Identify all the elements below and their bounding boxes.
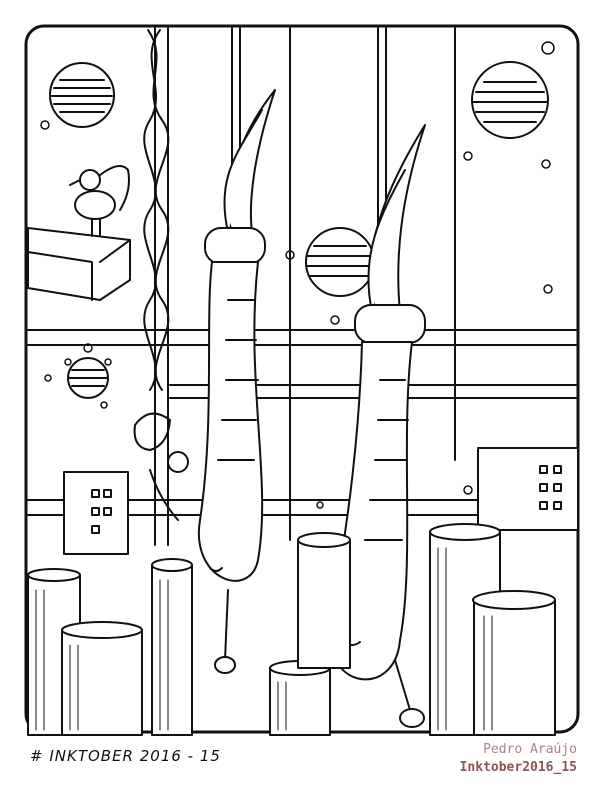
round-vent	[471, 61, 549, 139]
skyline-cylinder	[61, 621, 143, 736]
wall-ledge	[27, 227, 131, 301]
author-credit: Pedro Araújo	[483, 742, 577, 757]
round-vent	[67, 357, 109, 399]
skyline-building	[63, 471, 129, 555]
rivets	[40, 41, 555, 509]
bird	[69, 165, 130, 237]
hat-ornament	[133, 412, 189, 521]
hatching	[35, 547, 493, 731]
round-vent	[305, 227, 375, 297]
skyline-cylinder	[269, 660, 331, 736]
skyline-cylinder	[151, 558, 193, 736]
artwork-title: Inktober2016_15	[459, 760, 577, 775]
skyline-cylinder	[472, 590, 556, 736]
skyline-cylinder	[297, 532, 351, 669]
twisted-cable	[143, 29, 170, 391]
skyline-building	[477, 447, 579, 531]
round-vent	[49, 62, 115, 128]
creature-left	[169, 89, 276, 674]
handwritten-caption: # INKTOBER 2016 - 15	[30, 747, 221, 765]
